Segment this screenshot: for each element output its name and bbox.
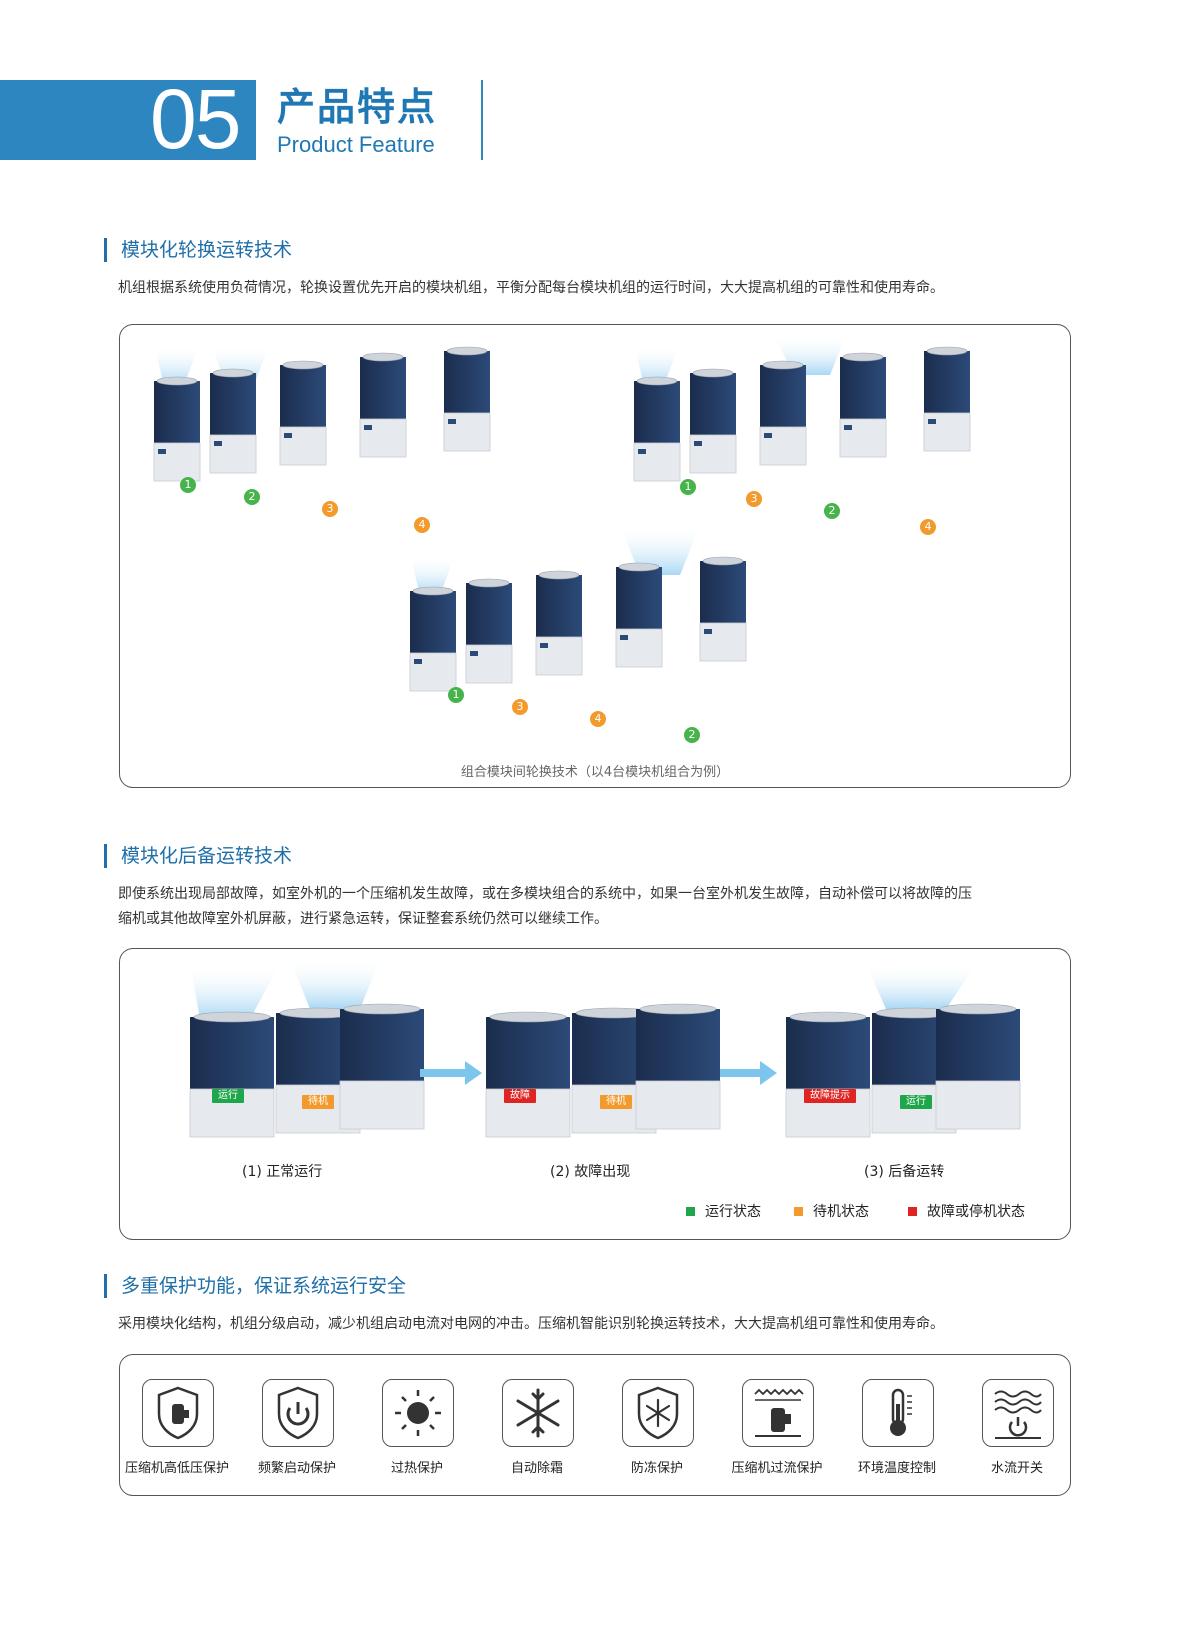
badge-g1-4: 4 <box>414 517 430 533</box>
stage1-tag-idle: 待机 <box>302 1095 334 1109</box>
icon-label-7: 环境温度控制 <box>857 1461 936 1476</box>
badge-g2-3: 2 <box>824 503 840 519</box>
stage1-units <box>189 959 425 1138</box>
stage3-tag-run: 运行 <box>900 1095 932 1109</box>
stage3-label: (3) 后备运转 <box>864 1164 945 1180</box>
icon-label-2: 频繁启动保护 <box>257 1461 336 1476</box>
protection-box: 压缩机高低压保护 频繁启动保护 过热保护 <box>119 1354 1071 1496</box>
rotation-box: 1 2 3 4 1 3 2 4 1 3 4 2 组合模块间轮换技术（以4台模块机… <box>119 324 1071 788</box>
legend-run-label: 运行状态 <box>705 1204 761 1220</box>
shield-compressor-icon <box>142 1379 214 1447</box>
legend-fault: 故障或停机状态 <box>908 1201 1025 1221</box>
section3-desc: 采用模块化结构，机组分级启动，减少机组启动电流对电网的冲击。压缩机智能识别轮换运… <box>118 1316 944 1332</box>
badge-g2-1: 1 <box>680 479 696 495</box>
legend-idle-swatch <box>794 1206 803 1216</box>
stage2-units <box>485 1003 721 1138</box>
shield-power-icon <box>262 1379 334 1447</box>
compressor-current-icon <box>742 1379 814 1447</box>
stage1-tag-run: 运行 <box>212 1089 244 1103</box>
sun-icon <box>382 1379 454 1447</box>
legend-fault-swatch <box>908 1206 917 1216</box>
badge-g1-2: 2 <box>244 489 260 505</box>
backup-box: 运行 待机 故障 待机 故障提示 运行 (1) 正常运行 (2) 故障出现 (3… <box>119 948 1071 1240</box>
unit-group-2 <box>633 335 971 482</box>
legend-fault-label: 故障或停机状态 <box>927 1204 1025 1220</box>
stage2-tag-idle: 待机 <box>600 1095 632 1109</box>
icon-label-1: 压缩机高低压保护 <box>124 1461 229 1476</box>
legend-idle-label: 待机状态 <box>813 1204 869 1220</box>
stage2-label: (2) 故障出现 <box>550 1164 631 1180</box>
badge-g2-4: 4 <box>920 519 936 535</box>
arrow-1 <box>420 1061 482 1085</box>
unit-group-3 <box>409 525 747 692</box>
badge-g2-2: 3 <box>746 491 762 507</box>
snowflake-icon <box>502 1379 574 1447</box>
stage2-tag-fault: 故障 <box>504 1089 536 1103</box>
section1-title: 模块化轮换运转技术 <box>104 238 292 262</box>
section2-desc-line2: 缩机或其他故障室外机屏蔽，进行紧急运转，保证整套系统仍然可以继续工作。 <box>118 911 608 927</box>
header-bar <box>0 80 256 160</box>
legend-run-swatch <box>686 1206 695 1216</box>
badge-g1-3: 3 <box>322 501 338 517</box>
unit-group-1 <box>153 345 491 482</box>
icon-label-8: 水流开关 <box>990 1461 1043 1476</box>
badge-g3-3: 4 <box>590 711 606 727</box>
backup-illustration <box>189 959 1021 1138</box>
icon-label-6: 压缩机过流保护 <box>731 1461 823 1476</box>
page-title-cn: 产品特点 <box>277 85 438 129</box>
rotation-illustration <box>153 335 971 692</box>
stage1-label: (1) 正常运行 <box>242 1164 323 1180</box>
water-switch-icon <box>982 1379 1054 1447</box>
icon-label-3: 过热保护 <box>390 1461 443 1476</box>
section3-title: 多重保护功能，保证系统运行安全 <box>104 1274 406 1298</box>
badge-g1-1: 1 <box>180 477 196 493</box>
badge-g3-1: 1 <box>448 687 464 703</box>
badge-g3-2: 3 <box>512 699 528 715</box>
stage3-units <box>785 964 1021 1138</box>
header-divider <box>481 80 483 160</box>
rotation-caption: 组合模块间轮换技术（以4台模块机组合为例） <box>460 765 730 780</box>
section2-desc-line1: 即使系统出现局部故障，如室外机的一个压缩机发生故障，或在多模块组合的系统中，如果… <box>118 886 972 902</box>
legend-run: 运行状态 <box>686 1201 761 1221</box>
section2-title: 模块化后备运转技术 <box>104 844 292 868</box>
stage3-tag-fault: 故障提示 <box>804 1089 856 1103</box>
section1-desc: 机组根据系统使用负荷情况，轮换设置优先开启的模块机组，平衡分配每台模块机组的运行… <box>118 280 944 296</box>
shield-snowflake-icon <box>622 1379 694 1447</box>
section-number: 05 <box>150 72 241 166</box>
thermometer-icon <box>862 1379 934 1447</box>
badge-g3-4: 2 <box>684 727 700 743</box>
arrow-2 <box>720 1061 777 1085</box>
icon-label-4: 自动除霜 <box>510 1461 563 1476</box>
icon-label-5: 防冻保护 <box>630 1461 683 1476</box>
legend-idle: 待机状态 <box>794 1201 869 1221</box>
page-title-en: Product Feature <box>277 132 435 157</box>
